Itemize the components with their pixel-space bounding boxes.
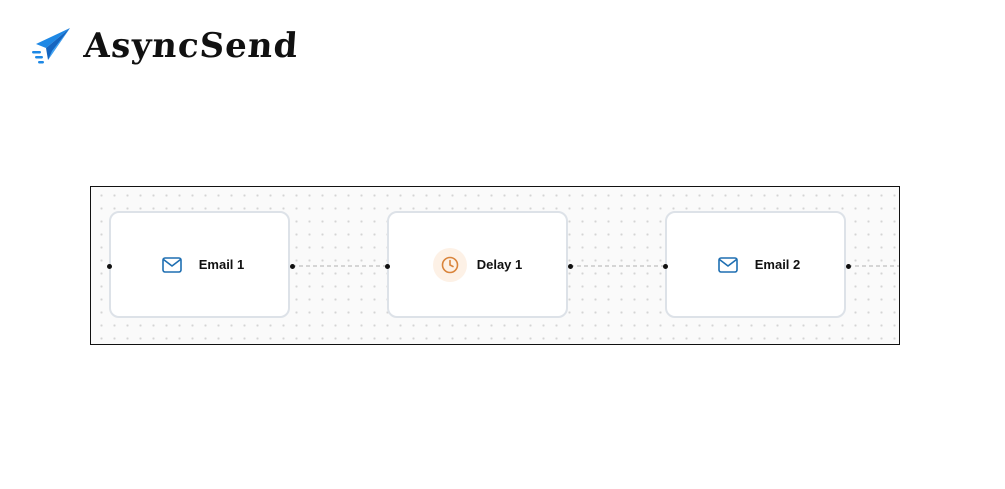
node-label: Email 2 (754, 257, 801, 272)
app-header: AsyncSend (28, 22, 300, 70)
paper-plane-icon (32, 28, 70, 64)
node-output-handle[interactable] (568, 264, 573, 269)
clock-icon (432, 247, 467, 282)
mail-icon (155, 248, 189, 282)
workflow-node-email-1[interactable]: Email 1 (109, 211, 290, 318)
mail-icon (711, 248, 745, 282)
workflow-node-delay-1[interactable]: Delay 1 (387, 211, 568, 318)
node-input-handle[interactable] (663, 264, 668, 269)
brand-name: AsyncSend (82, 26, 300, 66)
node-output-handle[interactable] (290, 264, 295, 269)
workflow-node-email-2[interactable]: Email 2 (665, 211, 846, 318)
node-output-handle[interactable] (846, 264, 851, 269)
workflow-edges (292, 265, 899, 267)
workflow-canvas[interactable]: Email 1 Delay 1 Email 2 (90, 186, 900, 345)
node-input-handle[interactable] (107, 264, 112, 269)
node-label: Delay 1 (476, 257, 523, 272)
node-input-handle[interactable] (385, 264, 390, 269)
node-label: Email 1 (198, 257, 245, 272)
